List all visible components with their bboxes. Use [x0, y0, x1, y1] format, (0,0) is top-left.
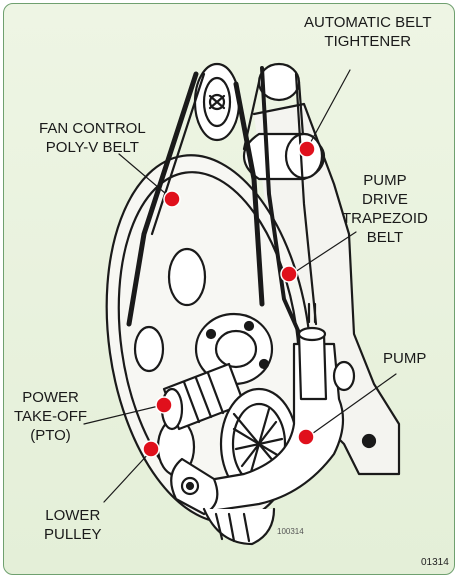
label-lower-pulley: LOWER PULLEY — [44, 506, 102, 544]
label-line: TIGHTENER — [304, 32, 432, 51]
figure-code: 01314 — [421, 557, 449, 568]
label-line: LOWER — [44, 506, 102, 525]
pump-side-boss — [334, 362, 354, 390]
diagram-frame: AUTOMATIC BELT TIGHTENER FAN CONTROL POL… — [3, 3, 455, 575]
label-power-take-off: POWER TAKE-OFF (PTO) — [14, 388, 87, 445]
label-line: PULLEY — [44, 525, 102, 544]
label-line: TRAPEZOID — [342, 209, 428, 228]
label-line: PUMP — [342, 171, 428, 190]
wheel-hole — [169, 249, 205, 305]
leader-lower-pulley — [104, 451, 151, 502]
label-pump-drive-belt: PUMP DRIVE TRAPEZOID BELT — [342, 171, 428, 247]
callout-dot-pto — [156, 397, 172, 413]
callout-dot-tightener — [299, 141, 315, 157]
pump-column — [299, 334, 326, 399]
belt-drive-illustration — [4, 4, 455, 575]
label-line: FAN CONTROL — [39, 119, 146, 138]
label-line: AUTOMATIC BELT — [304, 13, 432, 32]
drawing-code: 100314 — [277, 527, 304, 536]
wheel-hole — [135, 327, 163, 371]
label-line: BELT — [342, 228, 428, 247]
leader-tightener — [307, 70, 350, 149]
label-fan-control-belt: FAN CONTROL POLY-V BELT — [39, 119, 146, 157]
callout-dot-fan-belt — [164, 191, 180, 207]
bracket-hole — [363, 435, 375, 447]
label-automatic-belt-tightener: AUTOMATIC BELT TIGHTENER — [304, 13, 432, 51]
label-line: DRIVE — [342, 190, 428, 209]
callout-dot-pump — [298, 429, 314, 445]
label-line: PUMP — [383, 349, 426, 368]
label-line: POLY-V BELT — [39, 138, 146, 157]
pump-bottom — [204, 509, 274, 544]
label-line: TAKE-OFF — [14, 407, 87, 426]
label-pump: PUMP — [383, 349, 426, 368]
callout-dot-lower-pulley — [143, 441, 159, 457]
callout-dot-pump-belt — [281, 266, 297, 282]
label-line: POWER — [14, 388, 87, 407]
label-line: (PTO) — [14, 426, 87, 445]
